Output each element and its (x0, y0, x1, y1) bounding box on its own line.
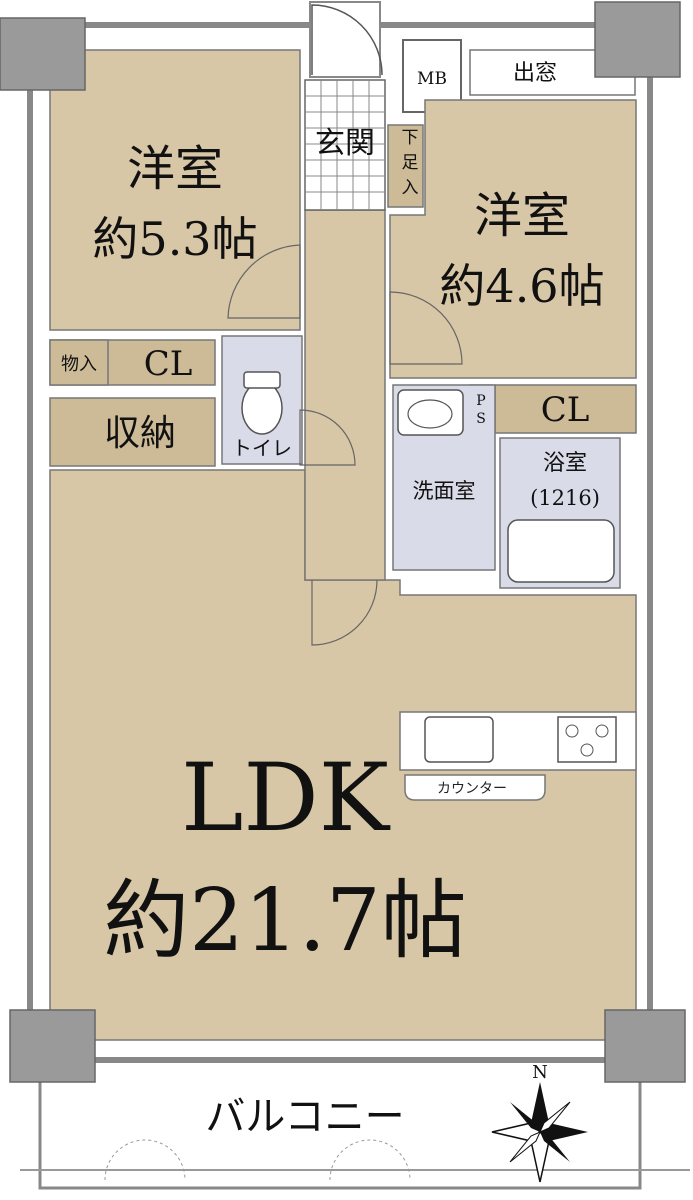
door-swing (389, 291, 463, 365)
door-swing (299, 409, 356, 466)
sink-icon (424, 716, 494, 763)
toilet-bowl-icon (241, 381, 283, 435)
closet-b-area (494, 384, 637, 434)
shoe-storage-label-3: 入 (402, 178, 419, 198)
door-swing (227, 244, 301, 319)
hallway-floor (304, 209, 386, 581)
washroom-label: 洗面室 (413, 479, 476, 503)
entrance-label: 玄関 (315, 126, 375, 161)
closet-b-label: CL (541, 390, 590, 430)
bathroom-label: 浴室 (543, 451, 587, 476)
entrance-door-swing (311, 4, 383, 76)
bathtub-icon (507, 519, 615, 583)
balcony-label: バルコニー (205, 1094, 404, 1140)
bath-size-label: (1216) (530, 486, 600, 510)
storage-label: 収納 (104, 413, 176, 454)
ldk-name: LDK (181, 744, 391, 853)
storage-small-label: 物入 (61, 354, 97, 375)
compass-icon (491, 1082, 588, 1183)
closet-a-label: CL (144, 344, 193, 384)
bay-window-label: 出窓 (513, 61, 557, 86)
shoe-storage-label-2: 足 (402, 153, 419, 173)
ps-label-p: P (476, 393, 485, 409)
mb-label: MB (417, 69, 447, 89)
column (594, 1, 681, 78)
counter-label: カウンター (437, 781, 507, 797)
western-room-1-size: 約5.3帖 (92, 212, 257, 266)
western-room-1-name: 洋室 (127, 141, 223, 197)
shoe-storage-label-1: 下 (402, 128, 419, 148)
north-label: N (532, 1062, 548, 1083)
column (9, 1009, 96, 1083)
western-room-2-size: 約4.6帖 (439, 259, 604, 313)
toilet-label: トイレ (232, 436, 292, 460)
toilet-tank-icon (243, 371, 281, 389)
ps-label-s: S (476, 411, 486, 427)
ldk-size: 約21.7帖 (103, 871, 466, 971)
stove-icon (557, 716, 617, 763)
storage-small-area (49, 339, 109, 386)
western-room-2-name: 洋室 (474, 188, 570, 244)
balcony-door-swing (329, 1139, 411, 1181)
shoe-storage-area (387, 124, 424, 208)
entrance-tile-grid (304, 79, 386, 211)
western-room-1-floor (49, 49, 301, 331)
entrance-door-frame (309, 1, 381, 78)
western-room-2-floor (389, 99, 637, 379)
column (604, 1009, 686, 1083)
counter-bar (404, 774, 546, 801)
balcony-door-swing (104, 1139, 186, 1181)
column (0, 17, 86, 91)
basin-bowl-icon (407, 399, 453, 429)
storage-area (49, 397, 216, 467)
door-swing (311, 579, 378, 646)
